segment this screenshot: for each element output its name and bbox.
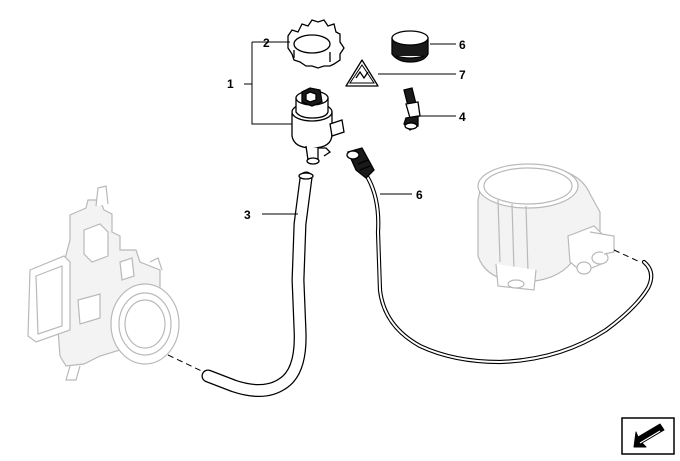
throttle-body-ghost <box>27 185 180 381</box>
cap-part <box>391 30 429 63</box>
arrow-down-left-icon <box>621 417 675 455</box>
callout-7: 7 <box>459 68 466 82</box>
retaining-ring <box>287 19 345 69</box>
connector-clip <box>403 87 421 131</box>
callout-4: 4 <box>459 110 466 124</box>
leader-1 <box>244 42 292 125</box>
callout-6-mid: 6 <box>416 188 423 202</box>
callout-6-top: 6 <box>459 38 466 52</box>
callout-1: 1 <box>227 77 234 91</box>
dash-guide-throttle <box>167 354 211 376</box>
dash-guide-canister <box>613 249 641 263</box>
purge-valve <box>291 87 345 165</box>
vent-line-6 <box>346 147 654 365</box>
callout-2: 2 <box>263 36 270 50</box>
hose-3 <box>201 171 314 397</box>
callout-3: 3 <box>244 208 251 222</box>
warning-triangle-icon <box>345 59 379 87</box>
carbon-canister-ghost <box>477 163 615 291</box>
